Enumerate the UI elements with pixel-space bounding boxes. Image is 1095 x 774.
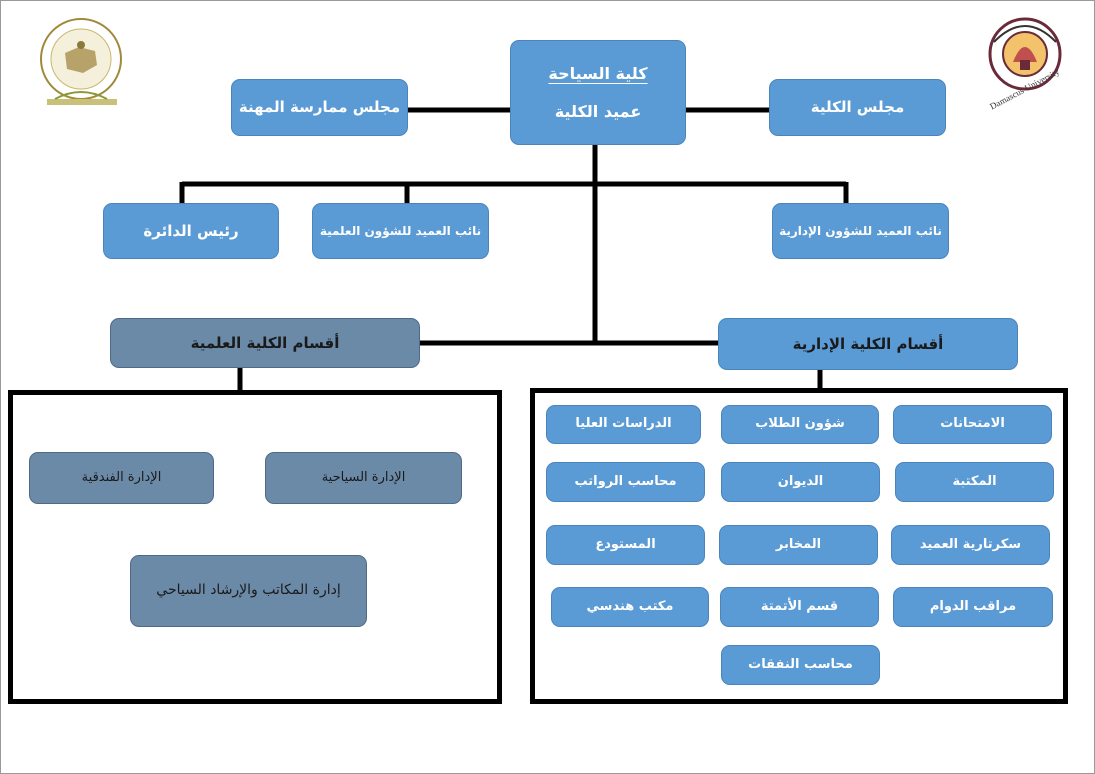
faculty-council-box[interactable]: مجلس الكلية: [769, 79, 946, 136]
dean-title: عميد الكلية: [554, 101, 642, 121]
admin-dept-engineering-office[interactable]: مكتب هندسي: [551, 587, 709, 627]
admin-dept-dean-secretariat[interactable]: سكرتارية العميد: [891, 525, 1050, 565]
admin-dept-diwan[interactable]: الديوان: [721, 462, 880, 502]
admin-dept-warehouse[interactable]: المستودع: [546, 525, 705, 565]
admin-dept-student-affairs[interactable]: شؤون الطلاب: [721, 405, 879, 444]
vice-dean-scientific-box[interactable]: نائب العميد للشؤون العلمية: [312, 203, 489, 259]
scientific-sections-box[interactable]: أقسام الكلية العلمية: [110, 318, 420, 368]
vice-dean-admin-box[interactable]: نائب العميد للشؤون الإدارية: [772, 203, 949, 259]
tourism-management-box[interactable]: الإدارة السياحية: [265, 452, 462, 504]
department-head-box[interactable]: رئيس الدائرة: [103, 203, 279, 259]
admin-dept-labs[interactable]: المخابر: [719, 525, 878, 565]
offices-guidance-box[interactable]: إدارة المكاتب والإرشاد السياحي: [130, 555, 367, 627]
admin-dept-attendance-monitor[interactable]: مراقب الدوام: [893, 587, 1053, 627]
admin-dept-postgraduate[interactable]: الدراسات العليا: [546, 405, 701, 444]
admin-dept-exams[interactable]: الامتحانات: [893, 405, 1052, 444]
administrative-sections-box[interactable]: أقسام الكلية الإدارية: [718, 318, 1018, 370]
hotel-management-box[interactable]: الإدارة الفندقية: [29, 452, 214, 504]
university-logo: Damascus University: [980, 12, 1070, 112]
faculty-name: كلية السياحة: [548, 63, 648, 83]
admin-dept-library[interactable]: المكتبة: [895, 462, 1054, 502]
scientific-departments-container: [8, 390, 502, 704]
dean-box[interactable]: كلية السياحة عميد الكلية: [510, 40, 686, 145]
practice-council-box[interactable]: مجلس ممارسة المهنة: [231, 79, 408, 136]
admin-dept-automation[interactable]: قسم الأتمتة: [720, 587, 879, 627]
faculty-logo: [35, 15, 127, 110]
admin-dept-salary-accountant[interactable]: محاسب الرواتب: [546, 462, 705, 502]
admin-dept-expenses-accountant[interactable]: محاسب النفقات: [721, 645, 880, 685]
